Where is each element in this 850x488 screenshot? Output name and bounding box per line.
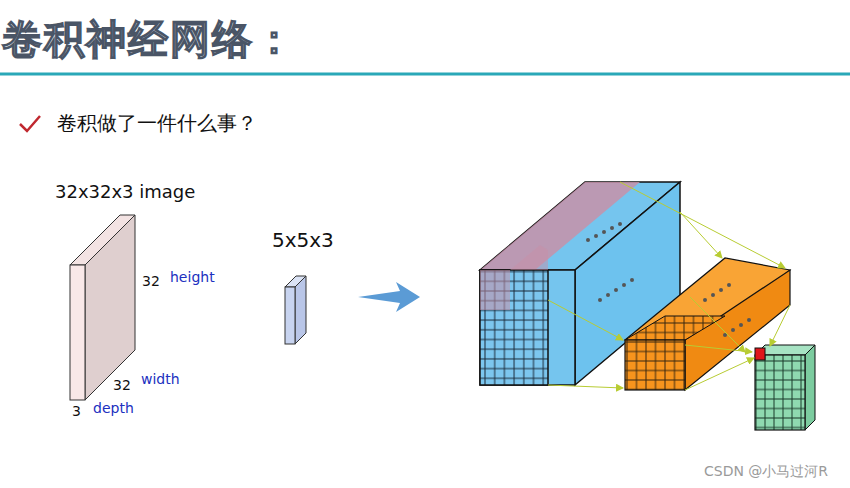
check-mark bbox=[20, 116, 40, 131]
axis-name: depth bbox=[93, 400, 134, 416]
dimension: 3 bbox=[72, 403, 81, 419]
dimension: 32 bbox=[142, 273, 160, 289]
axis-name: height bbox=[170, 269, 215, 285]
output-map bbox=[755, 345, 815, 430]
slide-title: 卷积神经网络： bbox=[2, 12, 296, 67]
header-rule bbox=[0, 73, 850, 76]
axis-name: width bbox=[141, 371, 180, 387]
projection-lines bbox=[548, 182, 790, 390]
filter-label: 5x5x3 bbox=[272, 228, 334, 252]
flow-arrow bbox=[358, 282, 420, 312]
dimension: 32 bbox=[113, 377, 131, 393]
watermark: CSDN @小马过河R bbox=[704, 463, 828, 481]
bullet-text: 卷积做了一件什么事？ bbox=[57, 110, 257, 137]
volume-label: 32x32x3 image bbox=[55, 181, 195, 202]
filter-block bbox=[285, 276, 306, 344]
image-slab bbox=[70, 215, 135, 400]
